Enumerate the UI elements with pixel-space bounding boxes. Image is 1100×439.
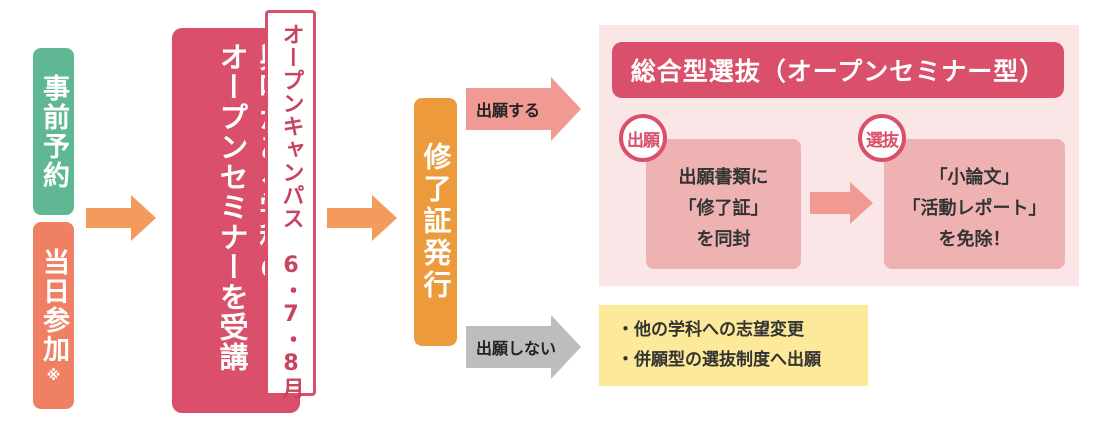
certificate-issued-label: 修了証発行 bbox=[419, 142, 453, 302]
application-step-box: 出願書類に 「修了証」 を同封 bbox=[646, 139, 801, 269]
same-day-label: 当日参加 bbox=[38, 247, 69, 364]
selection-step-box: 「小論文」 「活動レポート」 を免除！ bbox=[884, 139, 1065, 269]
application-step-line: 「修了証」 bbox=[678, 197, 769, 219]
apply-label: 出願する bbox=[476, 101, 541, 120]
arrow-right-icon bbox=[327, 195, 397, 241]
alternative-item: ・他の学科への志望変更 bbox=[617, 320, 804, 340]
same-day-note: ※ bbox=[46, 367, 61, 384]
application-badge: 出願 bbox=[619, 114, 667, 162]
alternatives-box: ・他の学科への志望変更 ・併願型の選抜制度へ出願 bbox=[599, 305, 868, 386]
alternative-item: ・併願型の選抜制度へ出願 bbox=[617, 350, 821, 370]
certificate-issued-box: 修了証発行 bbox=[414, 98, 457, 346]
advance-reservation-box: 事前予約 bbox=[33, 48, 74, 215]
arrow-right-icon bbox=[466, 77, 581, 141]
not-apply-label: 出願しない bbox=[476, 339, 557, 358]
arrow-right-icon bbox=[466, 315, 581, 379]
not-apply-arrow: 出願しない bbox=[466, 315, 581, 379]
selection-step-line: 「小論文」 bbox=[929, 166, 1020, 188]
application-step-line: 出願書類に bbox=[678, 166, 769, 188]
advance-reservation-label: 事前予約 bbox=[38, 73, 69, 190]
application-step-line: を同封 bbox=[696, 228, 751, 250]
comprehensive-selection-title: 総合型選抜（オープンセミナー型） bbox=[612, 42, 1064, 98]
selection-badge: 選抜 bbox=[858, 114, 906, 162]
arrow-right-icon bbox=[86, 195, 156, 241]
apply-arrow: 出願する bbox=[466, 77, 581, 141]
selection-step-line: を免除！ bbox=[938, 228, 1011, 250]
open-campus-label: オープンキャンパス 6・7・8月 bbox=[278, 23, 304, 400]
arrow-right-icon bbox=[810, 182, 873, 224]
selection-step-line: 「活動レポート」 bbox=[902, 197, 1047, 219]
open-seminar-line2: オープンセミナーを受講 bbox=[215, 42, 249, 372]
open-campus-tab: オープンキャンパス 6・7・8月 bbox=[265, 10, 316, 400]
same-day-box: 当日参加 ※ bbox=[33, 222, 74, 409]
